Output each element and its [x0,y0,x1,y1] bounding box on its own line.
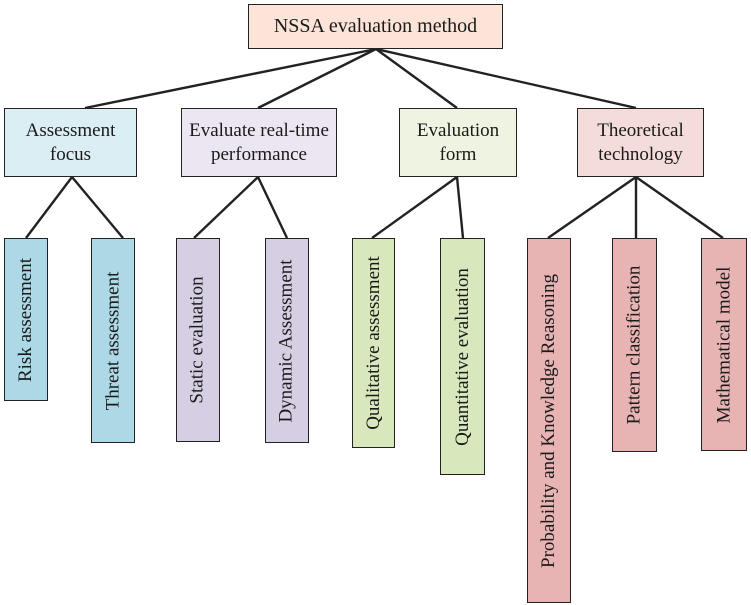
leaf-pattern-classification: Pattern classification [612,238,657,452]
leaf-label: Dynamic Assessment [276,258,298,423]
leaf-label: Quantitative evaluation [451,267,473,446]
link-root-performance [257,47,377,110]
link-focus-risk [25,176,73,239]
category-label-line2: technology [598,143,683,165]
link-form-qualitative [371,176,458,239]
category-label-line1: Evaluate real-time [189,119,329,141]
root-label: NSSA evaluation method [273,15,478,37]
leaf-static-evaluation: Static evaluation [176,238,220,442]
leaf-probability-and-knowledge-reasoning: Probability and Knowledge Reasoning [527,238,571,603]
leaf-mathematical-model: Mathematical model [701,238,747,451]
category-label-line2: form [439,143,477,165]
root-node: NSSA evaluation method [248,4,503,49]
link-performance-dynamic [256,176,289,239]
link-tech-probability [547,176,637,239]
category-label-line2: performance [210,143,307,165]
link-root-focus [84,47,377,110]
category-label-line1: Theoretical [597,119,684,141]
leaf-threat-assessment: Threat assessment [91,238,135,443]
leaf-label: Qualitative assessment [362,256,384,430]
link-root-form [375,48,458,109]
leaf-label: Threat assessment [102,271,124,410]
leaf-dynamic-assessment: Dynamic Assessment [265,238,309,443]
link-root-technology [375,47,637,110]
leaf-qualitative-assessment: Qualitative assessment [352,238,395,448]
link-performance-static [193,176,259,239]
leaf-risk-assessment: Risk assessment [4,238,48,401]
category-label-line2: focus [49,143,92,165]
leaf-quantitative-evaluation: Quantitative evaluation [440,238,485,475]
category-label-line1: Assessment [25,119,116,141]
link-form-quantitative [455,176,465,239]
leaf-label: Risk assessment [15,257,36,382]
leaf-label: Probability and Knowledge Reasoning [538,273,559,568]
leaf-label: Pattern classification [623,265,645,425]
leaf-label: Static evaluation [187,276,208,404]
link-tech-math [635,176,724,239]
link-focus-threat [71,176,124,239]
leaf-label: Mathematical model [713,266,735,423]
category-label-line1: Evaluation [416,119,500,141]
